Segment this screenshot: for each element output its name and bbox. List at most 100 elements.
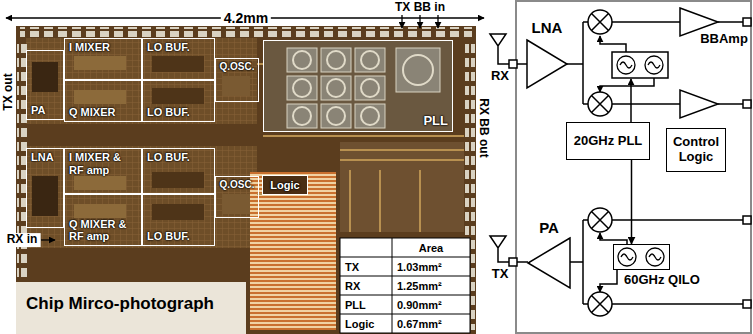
block-label: 20GHz PLL: [574, 134, 643, 149]
wire: [600, 270, 617, 292]
oscillator-symbol: [646, 248, 664, 266]
amplifier-triangle: [527, 40, 567, 88]
caption: Chip Mirco-photograph: [26, 294, 214, 314]
mixer-symbol: [588, 208, 612, 232]
circuit-block: PLL: [263, 40, 453, 132]
circuit-block: Logic: [262, 175, 308, 195]
chip-photo: [74, 176, 126, 190]
oscillator-symbol: [645, 56, 663, 74]
wire: [517, 261, 528, 263]
chip-photo: [263, 40, 453, 132]
pin-square: [743, 18, 751, 26]
block-label: Logic: [270, 179, 299, 192]
chip-photo: [20, 27, 472, 37]
oscillator-symbol: [612, 52, 670, 270]
chip-photo: [285, 46, 387, 130]
block-label: LO BUF.: [147, 41, 190, 54]
chip-photo: [222, 194, 250, 214]
circuit-block: I MIXER & RF amp: [64, 148, 142, 194]
amplifier: PA: [528, 238, 570, 288]
chip-photo: [26, 38, 257, 124]
table-cell: TX: [345, 260, 359, 273]
annotation-arrows: [41, 239, 55, 240]
amplifier-triangle: [527, 40, 567, 88]
circuit-block: LO BUF.: [142, 80, 215, 122]
block-label: PLL: [423, 114, 448, 129]
block-label: Q.OSC.: [219, 179, 254, 191]
wire: [600, 78, 654, 92]
circuit-block: LO BUF.: [142, 38, 215, 80]
block-label: I MIXER: [69, 41, 110, 54]
pll-block: 20GHz PLL: [566, 122, 650, 160]
mixer-symbol: [588, 10, 612, 316]
mixer-symbol: [592, 296, 609, 313]
chip-photo: [222, 76, 250, 96]
mixer-symbol: [592, 14, 609, 31]
wire: [490, 22, 743, 304]
chip-photo: [152, 56, 204, 72]
amplifier-triangle: [680, 90, 718, 118]
amplifier: BBAmp: [680, 8, 718, 36]
block-label: I MIXER & RF amp: [69, 151, 127, 176]
chip-photo: [74, 56, 126, 70]
block-label: LO BUF.: [147, 106, 190, 119]
wire: [570, 220, 588, 304]
table-cell: 1.03mm²: [397, 260, 442, 273]
mixer-symbol: [588, 292, 612, 316]
circuit-block: Q MIXER & RF amp: [64, 194, 142, 246]
circuit-block: LO BUF.: [142, 194, 215, 246]
pin-square: [509, 18, 751, 308]
pin-square: [743, 100, 751, 108]
chip-photo: [74, 90, 126, 104]
table-cell: RX: [345, 279, 360, 292]
circuit-block: Q.OSC.: [215, 58, 259, 102]
area-table: [340, 238, 470, 333]
area-table: [340, 238, 470, 333]
mixer-symbol: [592, 96, 609, 113]
port-name: RX: [491, 69, 509, 84]
annotation-arrows: [6, 15, 484, 240]
wire: [567, 22, 588, 104]
block-diagram: [516, 1, 751, 333]
amplifier-triangle: [528, 238, 570, 288]
chip-photo: [403, 55, 433, 85]
chip-photo: [396, 48, 440, 92]
dimension-label: 4.2mm: [221, 10, 271, 26]
block-label: Q MIXER: [69, 106, 115, 119]
oscillator-symbol: [645, 56, 663, 74]
wire: [600, 233, 627, 244]
signal-name: RX in: [4, 233, 41, 247]
wire: [517, 63, 527, 65]
mixer-symbol: [592, 212, 609, 229]
table-cell: 1.25mm²: [397, 279, 442, 292]
block-label: LNA: [532, 19, 563, 36]
wire: [490, 236, 509, 262]
chip-photo: [16, 282, 246, 334]
area-table: [340, 238, 470, 333]
oscillator-symbol: [618, 248, 636, 266]
block-diagram: [490, 1, 751, 333]
chip-photo: [16, 26, 476, 334]
oscillator-symbol: [612, 52, 668, 78]
block-label: BBAmp: [700, 32, 748, 47]
circuit-block: Q MIXER: [64, 80, 142, 122]
block-label: Q.OSC.: [219, 61, 254, 73]
pin-square: [509, 258, 517, 266]
circuit-block: LNA: [26, 148, 64, 228]
chip-photo: [32, 176, 58, 216]
block-label: LO BUF.: [147, 151, 190, 164]
chip-photo: [340, 142, 464, 232]
chip-photo: [152, 204, 204, 220]
chip-photo: [257, 64, 464, 232]
block-label: Q MIXER & RF amp: [69, 218, 127, 243]
signal-name: TX BB in: [395, 1, 445, 15]
mixer-symbol: [588, 292, 612, 316]
amplifier: LNA: [527, 40, 567, 88]
mixer-symbol: [588, 10, 612, 34]
mixer-symbol: [588, 10, 612, 34]
block-label: 60GHz QILO: [624, 273, 700, 288]
pin-square: [743, 216, 751, 224]
circuit-block: Q.OSC.: [215, 176, 259, 218]
annotation-arrows: [401, 15, 402, 28]
